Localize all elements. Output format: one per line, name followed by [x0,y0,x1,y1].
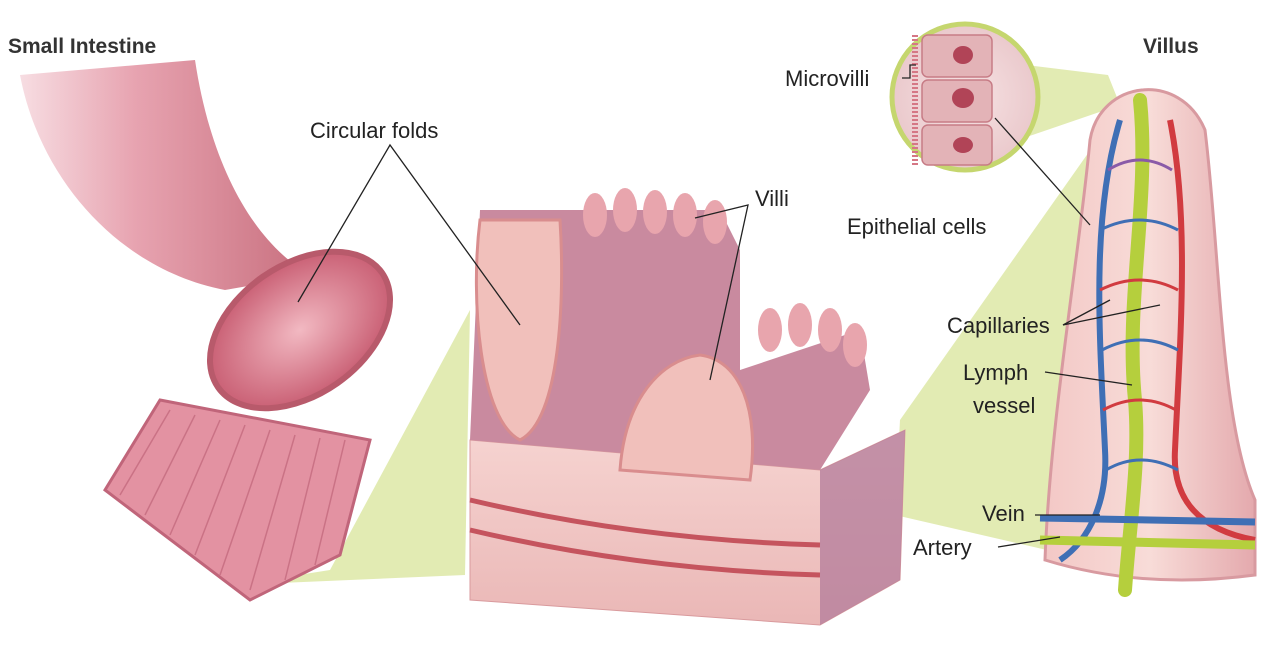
epithelial-cells-label: Epithelial cells [847,216,986,238]
villus-body [1045,90,1255,580]
tissue-block-side [820,430,905,625]
villus-base-artery [1040,540,1255,545]
tissue-block-illustration [470,188,905,625]
lymph-vessel-label-line1: Lymph [963,362,1028,384]
microvilli-label: Microvilli [785,68,869,90]
villus-base-vein [1040,518,1255,522]
lymph-vessel-label-line2: vessel [973,395,1035,417]
small-intestine-title: Small Intestine [8,36,156,57]
intestine-tube-body [20,60,310,290]
artery-label: Artery [913,537,972,559]
capillaries-label: Capillaries [947,315,1050,337]
villus-title: Villus [1143,36,1199,57]
villi-label: Villi [755,188,789,210]
circular-folds-label: Circular folds [310,120,438,142]
microvilli-inset [892,24,1038,170]
vein-label: Vein [982,503,1025,525]
